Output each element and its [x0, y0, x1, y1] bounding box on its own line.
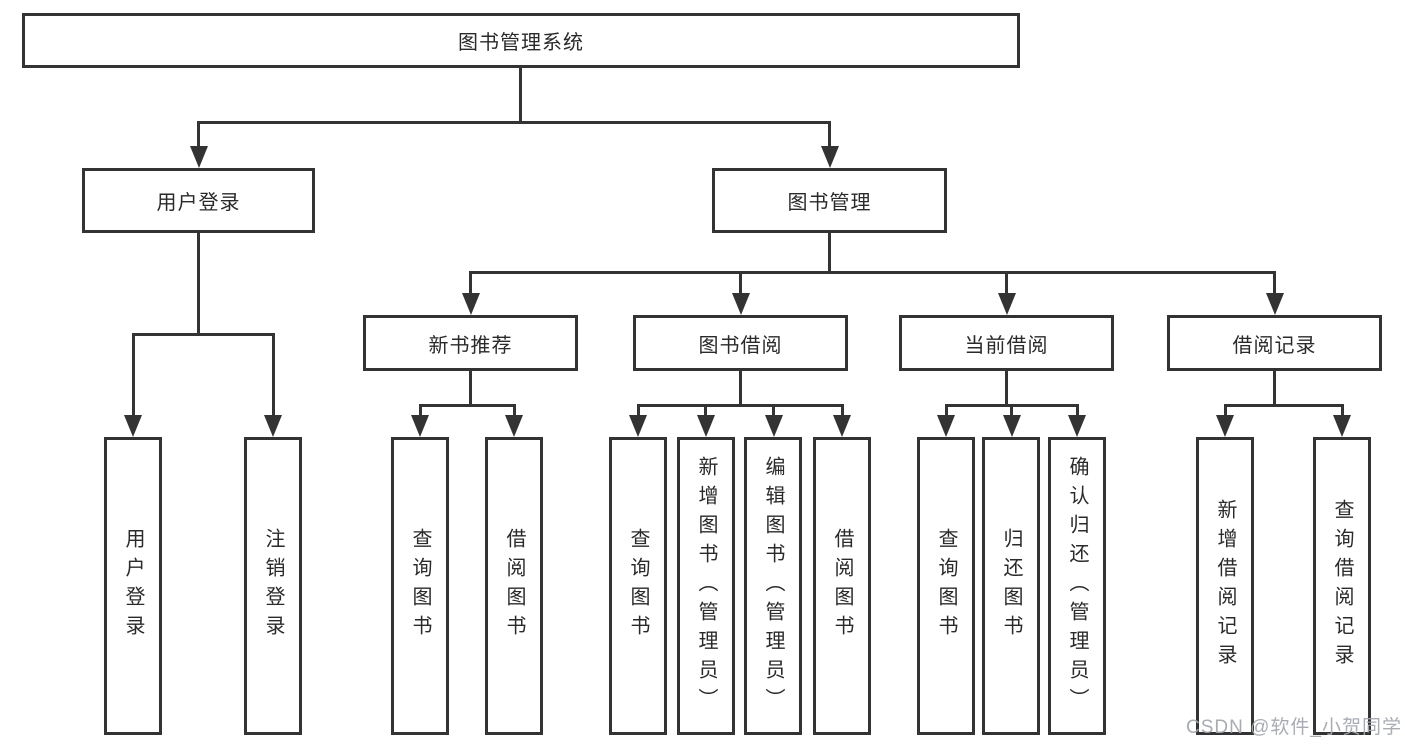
node-leaf-query-borrow-record: 查询借阅记录 — [1313, 437, 1371, 735]
node-leaf-borrow-books-2: 借阅图书 — [813, 437, 871, 735]
arrowhead-login — [124, 415, 142, 437]
connector-drop — [704, 404, 707, 415]
arrowhead — [833, 415, 851, 437]
node-leaf-borrow-books-1: 借阅图书 — [485, 437, 543, 735]
connector-user-login-trunk — [197, 233, 200, 333]
node-leaf-add-borrow-record: 新增借阅记录 — [1196, 437, 1254, 735]
connector-user-login-branch — [132, 333, 275, 336]
connector-new-book-trunk — [469, 371, 472, 404]
connector-root-trunk — [519, 68, 522, 121]
connector-book-borrow-trunk — [739, 371, 742, 404]
connector-drop-user-login — [197, 121, 200, 146]
connector-drop — [1224, 404, 1227, 415]
arrowhead — [765, 415, 783, 437]
connector-drop-login — [132, 333, 135, 415]
node-label: 借阅记录 — [1232, 334, 1317, 357]
node-label: 注销登录 — [262, 528, 284, 644]
connector-new-book-branch — [419, 404, 516, 407]
connector-book-management-branch — [469, 271, 1276, 274]
node-book-management: 图书管理 — [712, 168, 947, 233]
csdn-watermark: CSDN @软件_小贺同学 — [1186, 717, 1402, 738]
arrowhead-book-borrow — [732, 293, 750, 315]
node-label: 用户登录 — [122, 528, 144, 644]
connector-drop-new-book — [469, 271, 472, 293]
connector-borrow-records-branch — [1224, 404, 1344, 407]
connector-drop — [772, 404, 775, 415]
arrowhead-user-login — [190, 146, 208, 168]
arrowhead-borrow-records — [1266, 293, 1284, 315]
node-label: 查询图书 — [409, 528, 431, 644]
node-book-borrowing: 图书借阅 — [633, 315, 848, 371]
connector-drop-borrow-records — [1273, 271, 1276, 293]
node-label: 编辑图书（管理员） — [762, 455, 784, 717]
node-label: 用户登录 — [156, 192, 241, 214]
node-leaf-query-books-1: 查询图书 — [391, 437, 449, 735]
arrowhead — [1068, 415, 1086, 437]
connector-drop — [841, 404, 844, 415]
node-user-login: 用户登录 — [82, 168, 315, 233]
arrowhead — [1216, 415, 1234, 437]
node-leaf-query-books-3: 查询图书 — [917, 437, 975, 735]
node-label: 查询借阅记录 — [1331, 499, 1353, 673]
connector-drop-logout — [272, 333, 275, 415]
node-borrowing-records: 借阅记录 — [1167, 315, 1382, 371]
node-leaf-logout: 注销登录 — [244, 437, 302, 735]
node-label: 查询图书 — [935, 528, 957, 644]
node-new-book-recommend: 新书推荐 — [363, 315, 578, 371]
arrowhead — [697, 415, 715, 437]
node-label: 新增图书（管理员） — [695, 455, 717, 717]
node-leaf-edit-books-admin: 编辑图书（管理员） — [744, 437, 802, 735]
node-label: 新增借阅记录 — [1214, 499, 1236, 673]
arrowhead — [505, 415, 523, 437]
arrowhead-book-management — [821, 146, 839, 168]
node-label: 图书管理 — [787, 192, 872, 214]
arrowhead-new-book — [462, 293, 480, 315]
node-label: 新书推荐 — [428, 334, 513, 357]
arrowhead — [411, 415, 429, 437]
node-leaf-confirm-return-admin: 确认归还（管理员） — [1048, 437, 1106, 735]
arrowhead — [937, 415, 955, 437]
connector-current-borrow-trunk — [1005, 371, 1008, 404]
arrowhead — [1003, 415, 1021, 437]
node-label: 图书借阅 — [698, 334, 783, 357]
node-library-management-system: 图书管理系统 — [22, 13, 1020, 68]
node-label: 当前借阅 — [964, 334, 1049, 357]
connector-drop — [945, 404, 948, 415]
connector-drop — [1010, 404, 1013, 415]
node-leaf-user-login: 用户登录 — [104, 437, 162, 735]
node-leaf-query-books-2: 查询图书 — [609, 437, 667, 735]
connector-drop-book-management — [828, 121, 831, 146]
node-label: 借阅图书 — [831, 528, 853, 644]
node-label: 借阅图书 — [503, 528, 525, 644]
node-label: 图书管理系统 — [458, 32, 584, 54]
connector-drop — [1076, 404, 1079, 415]
node-label: 归还图书 — [1000, 528, 1022, 644]
arrowhead-current-borrow — [998, 293, 1016, 315]
connector-drop — [1341, 404, 1344, 415]
node-leaf-add-books-admin: 新增图书（管理员） — [677, 437, 735, 735]
connector-borrow-records-trunk — [1273, 371, 1276, 404]
connector-drop — [637, 404, 640, 415]
connector-root-branch — [197, 121, 831, 124]
arrowhead — [629, 415, 647, 437]
node-current-borrowing: 当前借阅 — [899, 315, 1114, 371]
node-label: 查询图书 — [627, 528, 649, 644]
connector-book-borrow-branch — [637, 404, 844, 407]
node-leaf-return-books: 归还图书 — [982, 437, 1040, 735]
arrowhead — [1333, 415, 1351, 437]
connector-drop — [419, 404, 422, 415]
connector-drop-current-borrow — [1005, 271, 1008, 293]
node-label: 确认归还（管理员） — [1066, 455, 1088, 717]
arrowhead-logout — [264, 415, 282, 437]
connector-drop-book-borrow — [739, 271, 742, 293]
connector-book-management-trunk — [828, 233, 831, 271]
connector-drop — [513, 404, 516, 415]
